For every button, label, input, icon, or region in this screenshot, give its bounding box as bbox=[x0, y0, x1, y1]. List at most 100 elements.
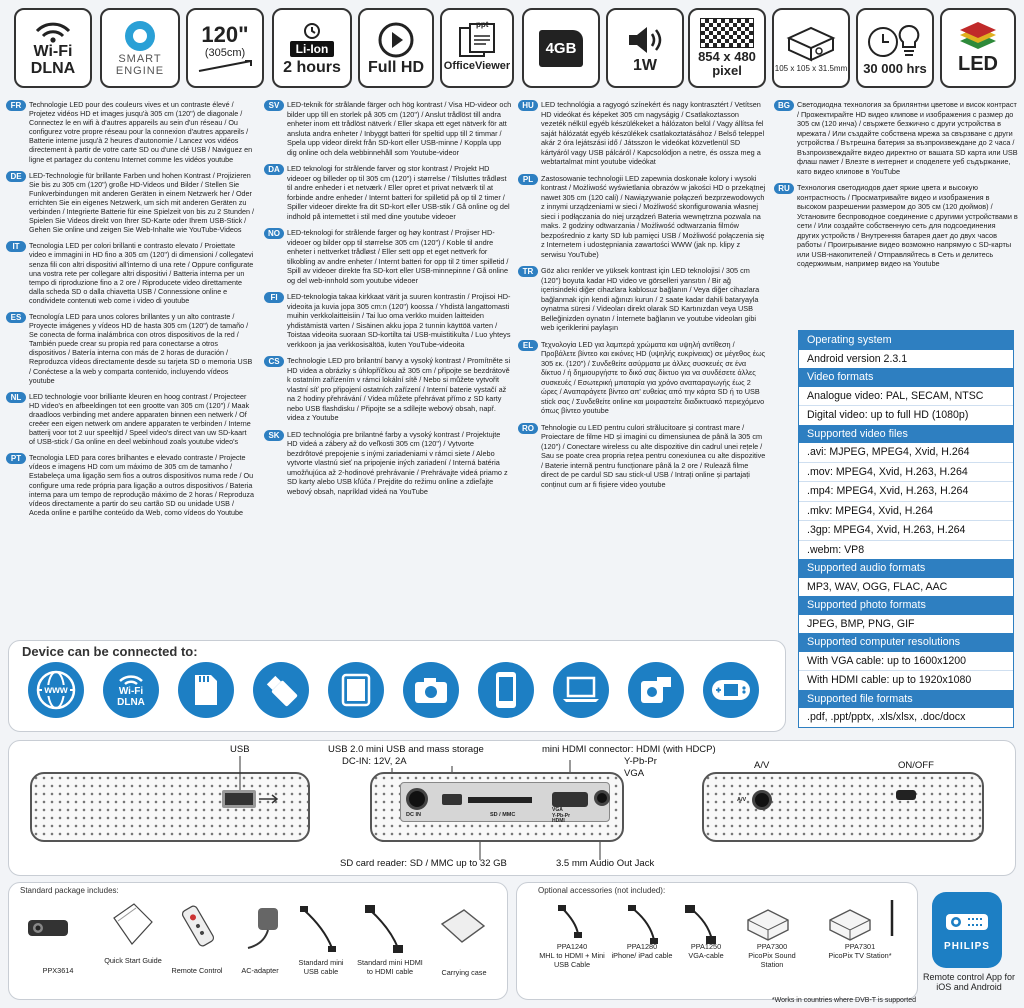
av-label: A/V bbox=[754, 760, 770, 771]
philips-logo: PHILIPS bbox=[944, 940, 990, 952]
lang-code: CS bbox=[264, 356, 284, 367]
feature-label: 2 hours bbox=[283, 58, 341, 76]
spec-row: JPEG, BMP, PNG, GIF bbox=[807, 617, 915, 630]
spec-row: .avi: MJPEG, MPEG4, Xvid, H.264 bbox=[807, 446, 970, 458]
vga-cable-icon bbox=[685, 905, 716, 944]
lang-code: SV bbox=[264, 100, 284, 111]
feature-label: pixel bbox=[712, 63, 742, 78]
feature-full-hd: Full HD bbox=[358, 8, 434, 88]
accessories-title: Optional accessories (not included): bbox=[538, 886, 666, 895]
spec-row: Android version 2.3.1 bbox=[807, 352, 908, 365]
device-sd-card bbox=[178, 662, 234, 718]
ypbpr-label: Y-Pb-Pr bbox=[624, 756, 657, 767]
game-console-icon bbox=[712, 680, 750, 700]
ac-adapter-icon bbox=[247, 908, 278, 949]
accessory-name: PicoPix TV Station* bbox=[828, 951, 892, 960]
spec-row: With HDMI cable: up to 1920x1080 bbox=[799, 670, 1013, 690]
diagonal-arrow-icon bbox=[198, 60, 252, 72]
lang-text: LED technologie voor brilliante kleuren … bbox=[29, 391, 251, 447]
lang-text: Tecnología LED para unos colores brillan… bbox=[29, 311, 253, 385]
package-item-label: PPX3614 bbox=[42, 966, 74, 975]
lang-code: FR bbox=[6, 100, 26, 111]
device-phone bbox=[478, 662, 534, 718]
lang-code: DE bbox=[6, 170, 26, 182]
philips-app-badge: PHILIPS bbox=[932, 892, 1002, 968]
dc-in-small-label: DC IN bbox=[406, 812, 421, 818]
dc-in-label: DC-IN: 12V, 2A bbox=[342, 756, 407, 767]
package-item-label: Remote Control bbox=[171, 966, 223, 975]
spec-row: .mov: MPEG4, Xvid, H.263, H.264 bbox=[799, 461, 1013, 482]
lang-text: Tecnologia LED para cores brilhantes e e… bbox=[29, 453, 254, 517]
lang-code: PL bbox=[518, 173, 538, 185]
spec-row: MP3, WAV, OGG, FLAC, AAC bbox=[807, 580, 948, 593]
led-layers-icon bbox=[960, 22, 996, 49]
camcorder-icon bbox=[641, 677, 671, 703]
device-label: DLNA bbox=[117, 697, 145, 708]
feature-label: (305cm) bbox=[204, 47, 246, 59]
remote-control-icon bbox=[181, 905, 215, 947]
package-item-label: Standard mini HDMI to HDMI cable bbox=[357, 958, 423, 976]
device-game-console bbox=[703, 662, 759, 718]
lang-text: Göz alıcı renkler ve yüksek kontrast içi… bbox=[541, 266, 760, 332]
camera-icon bbox=[415, 678, 447, 703]
audio-out-label: 3.5 mm Audio Out Jack bbox=[556, 858, 655, 869]
package-item-label: Carrying case bbox=[441, 968, 487, 977]
lang-text: LED-teknologi for strålende farger og hø… bbox=[287, 228, 509, 285]
play-icon bbox=[378, 22, 414, 57]
tv-station-icon bbox=[829, 900, 894, 941]
ppt-label: ppt bbox=[476, 20, 489, 29]
spec-row: .pdf, .ppt/pptx, .xls/xlsx, .doc/docx bbox=[807, 711, 966, 723]
lang-text: Tehnologie cu LED pentru culori străluci… bbox=[541, 422, 766, 489]
standard-package-panel bbox=[8, 882, 508, 1000]
usb-label: USB bbox=[230, 744, 250, 755]
lang-text: LED-teknologia takaa kirkkaat värit ja s… bbox=[287, 292, 511, 349]
feature-label: ENGINE bbox=[115, 65, 165, 77]
sd-reader-label: SD card reader: SD / MMC up to 32 GB bbox=[340, 858, 507, 869]
feature-label: OfficeViewer bbox=[443, 59, 511, 72]
onoff-label: ON/OFF bbox=[898, 760, 934, 771]
accessory-name: MHL to HDMI + Mini USB Cable bbox=[539, 951, 605, 969]
feature-label: 854 x 480 bbox=[698, 49, 756, 64]
feature-memory: 4GB bbox=[522, 8, 600, 88]
mini-usb-label: USB 2.0 mini USB and mass storage bbox=[328, 744, 484, 755]
spec-header: Video formats bbox=[799, 368, 1013, 387]
spec-header: Supported photo formats bbox=[799, 596, 1013, 615]
accessory-code: PPA1250 bbox=[690, 942, 722, 951]
sd-mmc-small-label: SD / MMC bbox=[490, 812, 516, 818]
spec-header: Supported video files bbox=[799, 424, 1013, 443]
phone-icon bbox=[496, 672, 516, 708]
lang-text: LED-Technologie für brillante Farben und… bbox=[29, 170, 254, 235]
spec-row: Digital video: up to full HD (1080p) bbox=[799, 405, 1013, 425]
battery-icon: Li-Ion bbox=[289, 40, 335, 57]
app-caption: Remote control App for iOS and Android bbox=[922, 972, 1016, 992]
projector-icon bbox=[28, 920, 68, 936]
feature-label: 30 000 hrs bbox=[863, 60, 927, 76]
feature-dimensions: 105 x 105 x 31.5mm bbox=[772, 8, 850, 88]
package-item-label: AC-adapter bbox=[241, 966, 279, 975]
package-item-label: Standard mini USB cable bbox=[298, 958, 344, 976]
device-usb-stick bbox=[253, 662, 309, 718]
lang-text: Tecnologia LED per colori brillanti e co… bbox=[29, 241, 254, 305]
lang-text: Светодиодна технология за брилянтни цвет… bbox=[797, 100, 1018, 176]
feature-led: LED bbox=[940, 8, 1016, 88]
device-camcorder bbox=[628, 662, 684, 718]
checker-icon bbox=[700, 18, 754, 48]
optional-accessories-panel bbox=[516, 882, 918, 1000]
sd-card-icon bbox=[195, 675, 217, 705]
lang-text: Technologie LED pro brilantní barvy a vy… bbox=[287, 356, 511, 422]
feature-resolution: 854 x 480 pixel bbox=[688, 8, 766, 88]
feature-speaker: 1W bbox=[606, 8, 684, 88]
lang-text: LED-teknik för strålande färger och hög … bbox=[287, 100, 512, 157]
speaker-icon bbox=[629, 26, 662, 53]
